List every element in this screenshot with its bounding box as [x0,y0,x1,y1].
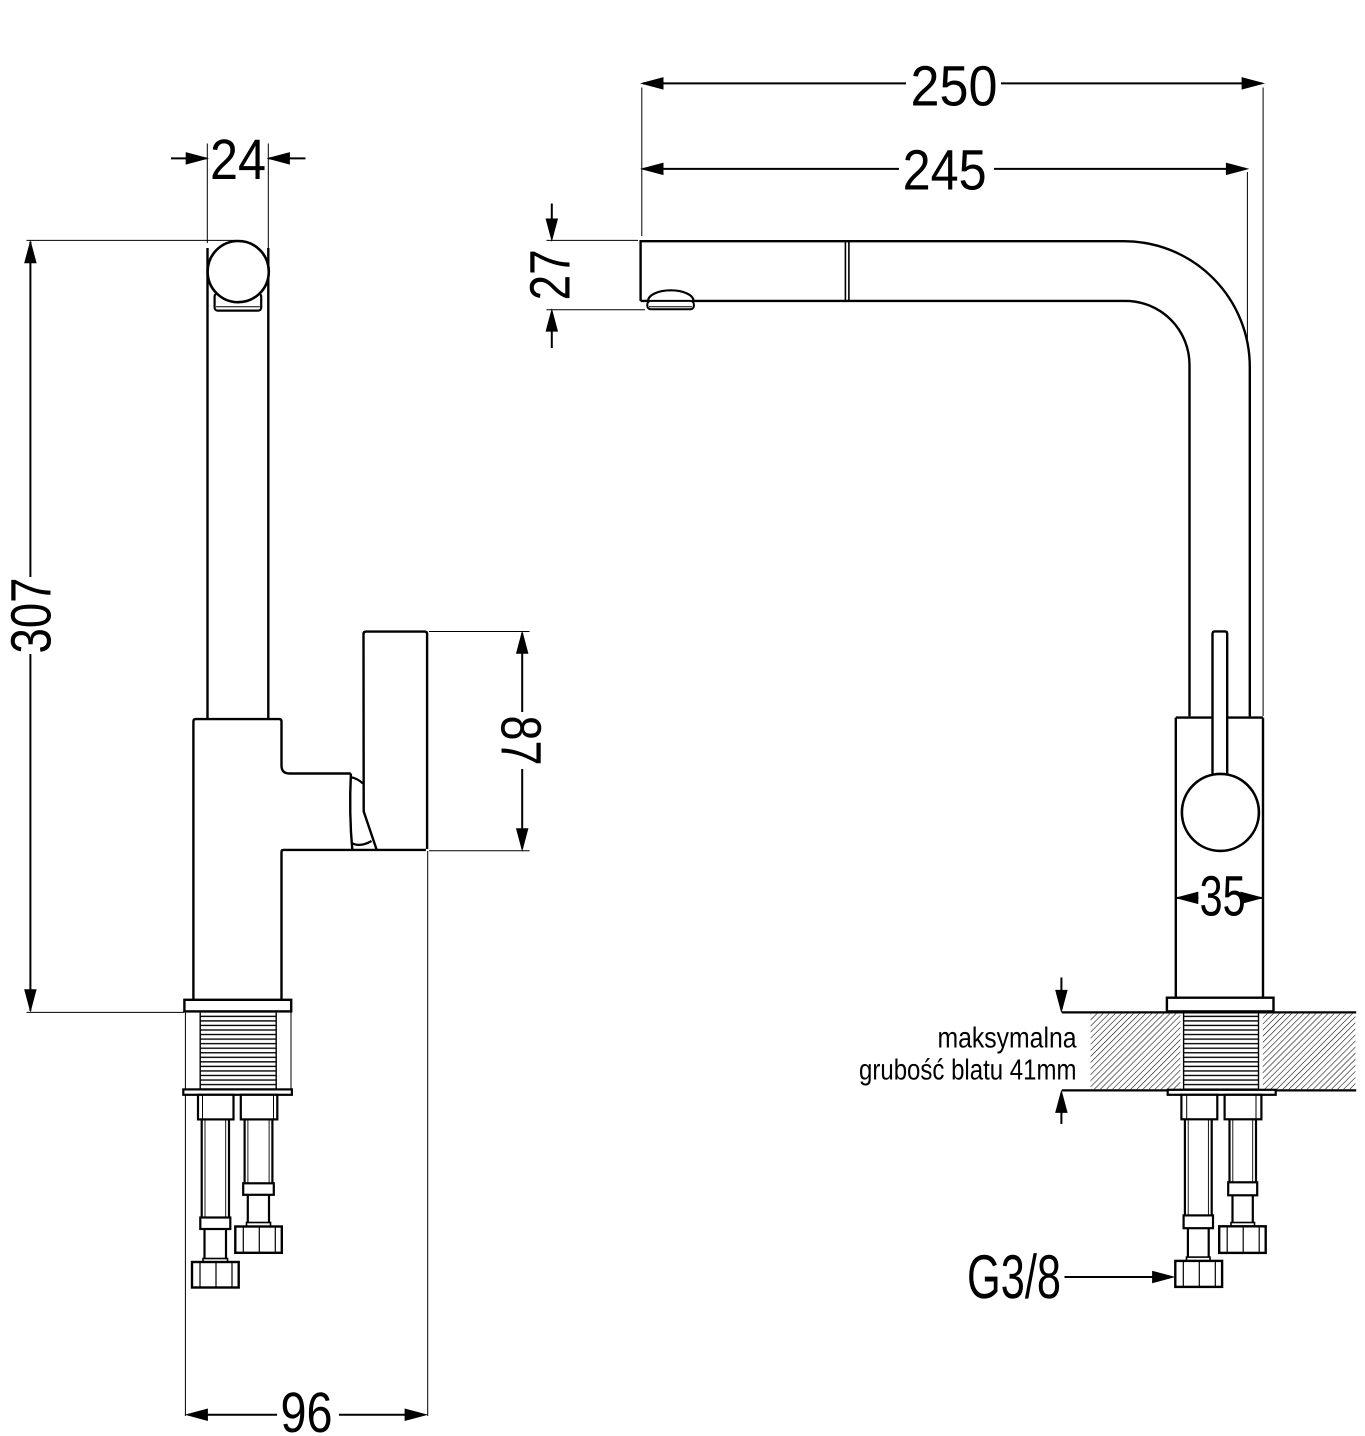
svg-text:96: 96 [281,1381,333,1436]
svg-text:27: 27 [519,249,583,300]
svg-text:maksymalna: maksymalna [938,1023,1078,1055]
svg-text:250: 250 [911,55,998,119]
svg-text:35: 35 [1200,864,1246,928]
svg-text:24: 24 [210,128,266,192]
svg-text:87: 87 [488,716,552,766]
svg-text:245: 245 [903,138,987,202]
svg-text:grubość blatu 41mm: grubość blatu 41mm [859,1055,1077,1087]
svg-text:G3/8: G3/8 [967,1243,1061,1312]
svg-text:307: 307 [0,578,64,654]
